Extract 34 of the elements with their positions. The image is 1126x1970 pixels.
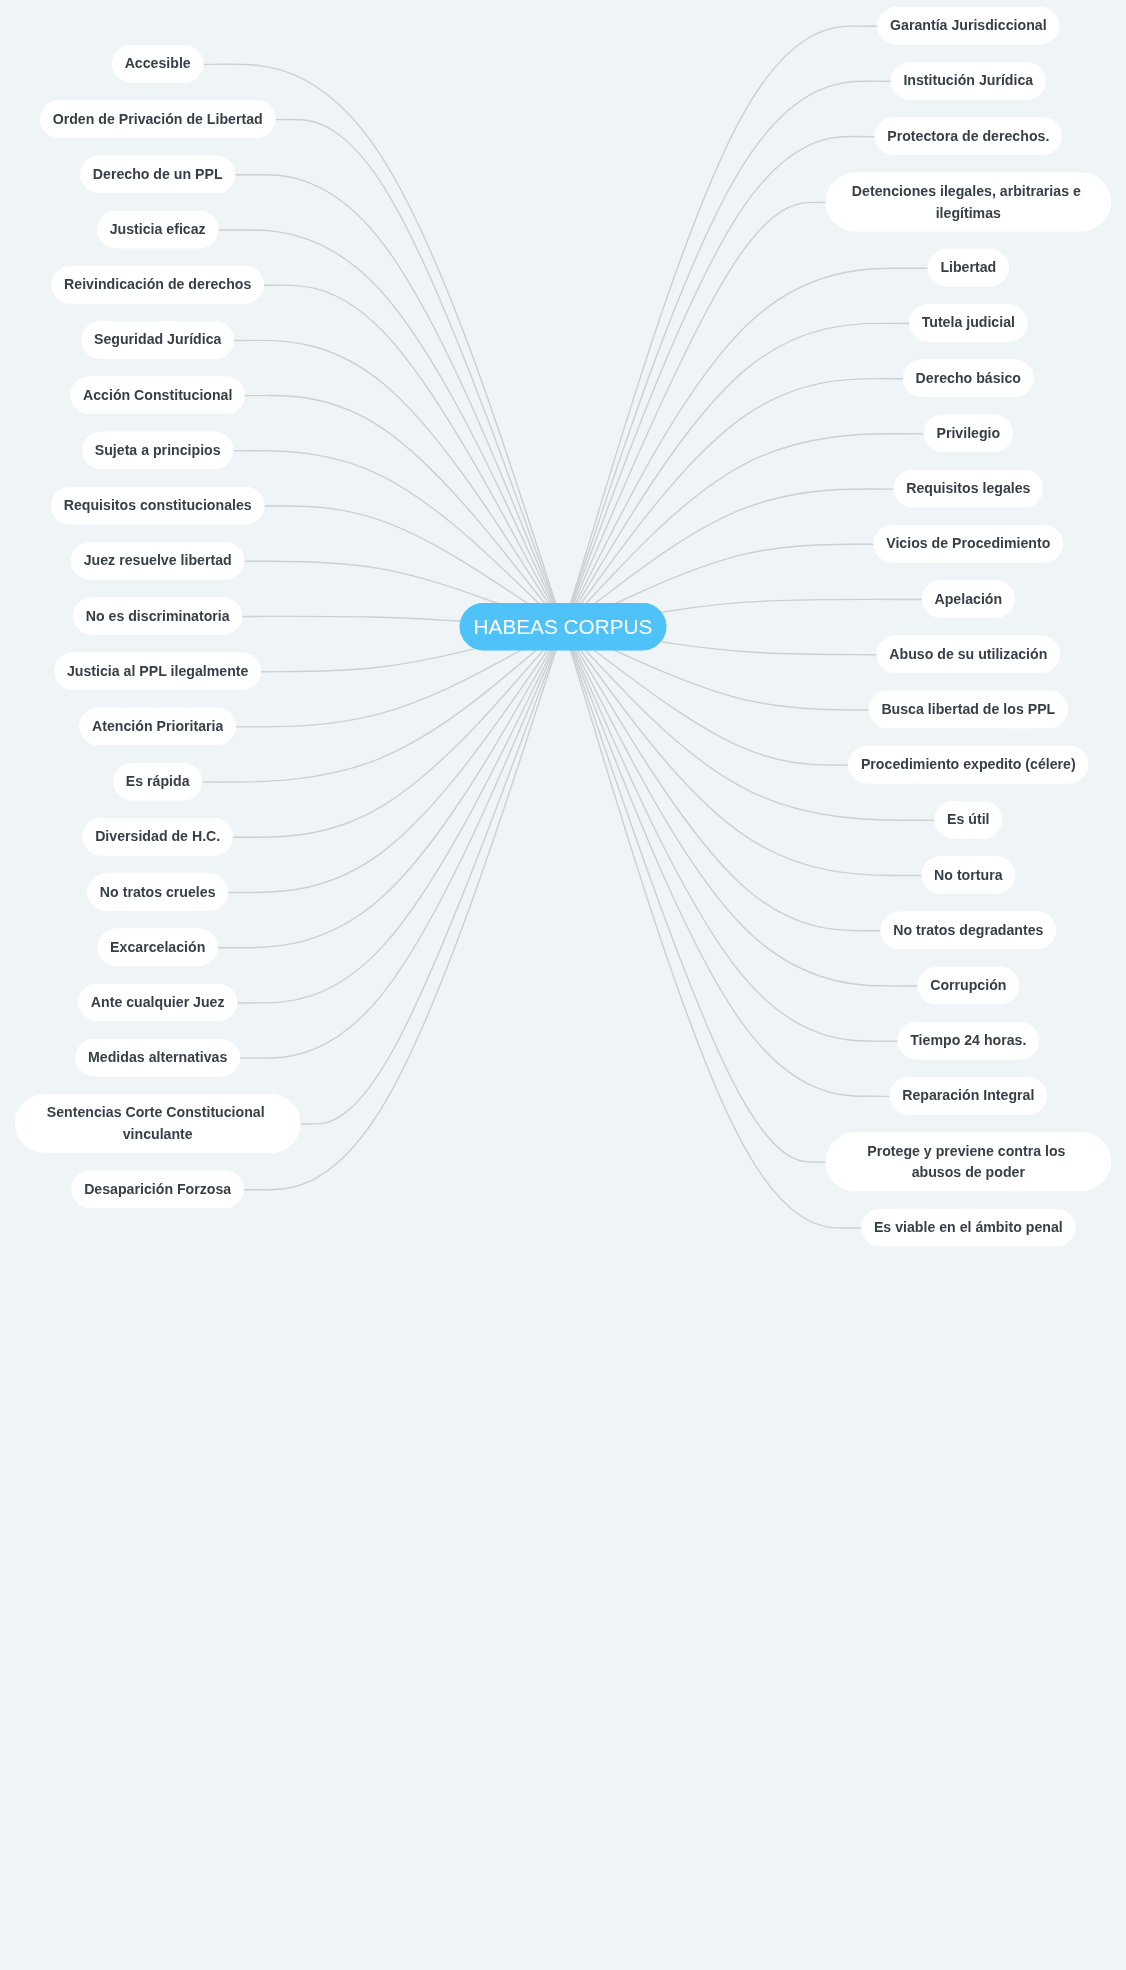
- connector: [243, 649, 557, 1191]
- connector: [233, 339, 550, 605]
- connector: [572, 201, 828, 605]
- connector: [217, 649, 551, 949]
- connector: [613, 649, 871, 711]
- connector: [660, 641, 879, 656]
- connector: [569, 649, 863, 1229]
- connector: [217, 229, 554, 605]
- connector: [234, 174, 555, 605]
- connector: [574, 267, 930, 605]
- connector: [202, 63, 557, 605]
- connector: [593, 649, 850, 766]
- connector: [579, 377, 905, 605]
- connector: [584, 433, 926, 605]
- connector: [232, 649, 545, 839]
- connector: [260, 647, 477, 673]
- connector: [235, 649, 522, 728]
- connector: [232, 450, 541, 605]
- connector: [584, 649, 937, 822]
- connector: [299, 649, 556, 1125]
- connector: [244, 394, 546, 605]
- connector: [263, 284, 552, 605]
- connector: [571, 135, 877, 605]
- connector: [570, 649, 828, 1163]
- connector: [576, 649, 883, 932]
- connector: [574, 649, 920, 987]
- connector: [593, 488, 896, 605]
- connector: [579, 649, 924, 877]
- connector: [241, 615, 463, 622]
- connector: [201, 649, 537, 783]
- connector: [660, 598, 924, 614]
- connector: [227, 649, 549, 894]
- connector: [274, 118, 556, 605]
- connector: [576, 322, 911, 605]
